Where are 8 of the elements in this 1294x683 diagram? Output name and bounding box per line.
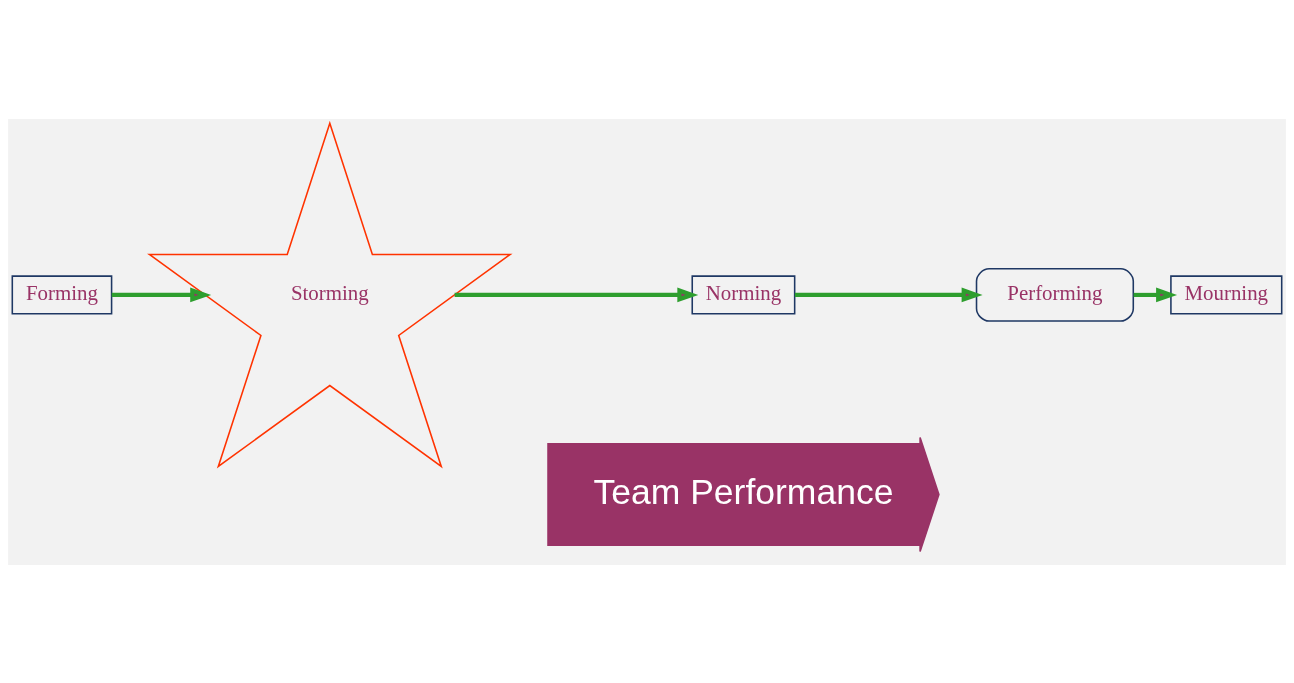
arrow (794, 287, 983, 302)
node-box: Forming (11, 274, 113, 315)
node-box: Norming (691, 274, 796, 315)
arrow (111, 287, 212, 302)
arrow (454, 287, 699, 302)
node-box: Performing (975, 267, 1135, 322)
node-box: Mourning (1170, 274, 1283, 315)
arrow (1133, 287, 1178, 302)
